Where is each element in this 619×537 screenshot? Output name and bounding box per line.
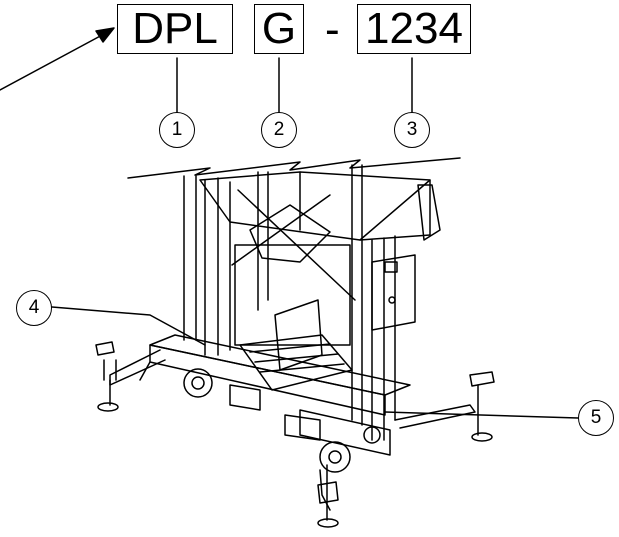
callout-4: 4 (16, 290, 52, 326)
callout-3: 3 (394, 112, 430, 148)
callout-2: 2 (261, 112, 297, 148)
code-separator: - (325, 5, 340, 54)
variant-code-box: G (254, 4, 304, 54)
base-chassis (139, 334, 411, 473)
callout-5: 5 (578, 400, 614, 436)
pointer-arrow (0, 27, 115, 91)
callout-1: 1 (159, 112, 195, 148)
series-code-box: DPL (117, 4, 233, 54)
leader-line-4 (51, 306, 206, 346)
mast-frame (183, 164, 441, 441)
outriggers (95, 341, 495, 528)
leader-line-5 (384, 411, 579, 419)
number-code-box: 1234 (357, 4, 471, 54)
break-line (127, 157, 461, 179)
